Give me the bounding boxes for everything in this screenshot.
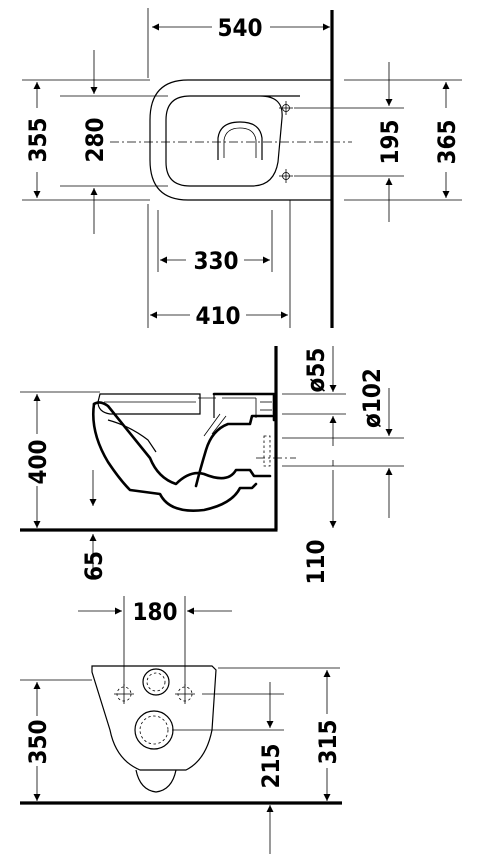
- dim-width-total: 540: [217, 14, 262, 42]
- dim-height-total: 350: [24, 719, 52, 764]
- rear-waste-outlet: [134, 710, 174, 750]
- top-fixing-point-upper: [279, 101, 293, 115]
- dim-rim-height: 400: [24, 439, 52, 484]
- dim-depth-right: 365: [433, 119, 461, 164]
- dim-bottom-offset: 65: [80, 551, 108, 581]
- dim-depth-total: 355: [24, 117, 52, 162]
- side-bowl-inner: [107, 419, 157, 453]
- dim-outlet-height: 110: [302, 539, 330, 584]
- side-trap: [194, 414, 274, 488]
- dim-depth-inner: 280: [81, 117, 109, 162]
- rear-fixing-point-left: [114, 684, 134, 704]
- rear-fixing-point-right: [175, 684, 195, 704]
- dim-height-outlet: 215: [257, 743, 285, 788]
- dim-fix-spacing: 195: [376, 119, 404, 164]
- rear-plate-outline: [91, 665, 217, 771]
- dim-width-seat: 330: [193, 247, 238, 275]
- rear-view: 180 350 215 315: [20, 596, 342, 854]
- side-view: 400 65 ø55 ø102 110: [20, 346, 404, 585]
- dim-fix-width: 180: [132, 598, 177, 626]
- top-bowl-inner: [165, 95, 300, 187]
- dim-pipe-large: ø102: [358, 368, 386, 428]
- rear-outlet-arc: [135, 769, 177, 793]
- side-bowl-outline: [92, 401, 272, 486]
- rear-water-inlet: [142, 668, 170, 696]
- dim-pipe-small: ø55: [302, 348, 330, 393]
- side-tank-connection: [212, 392, 276, 422]
- top-fixing-point-lower: [279, 169, 293, 183]
- side-bowl-back: [92, 402, 258, 512]
- top-bowl-opening-inner: [223, 127, 257, 158]
- top-bowl-outline: [149, 79, 332, 201]
- dim-width-rim: 410: [195, 302, 240, 330]
- top-view: 540 410 330 355 280 195 365: [22, 8, 462, 330]
- top-bowl-opening: [217, 121, 263, 160]
- dim-height-fix: 315: [314, 719, 342, 764]
